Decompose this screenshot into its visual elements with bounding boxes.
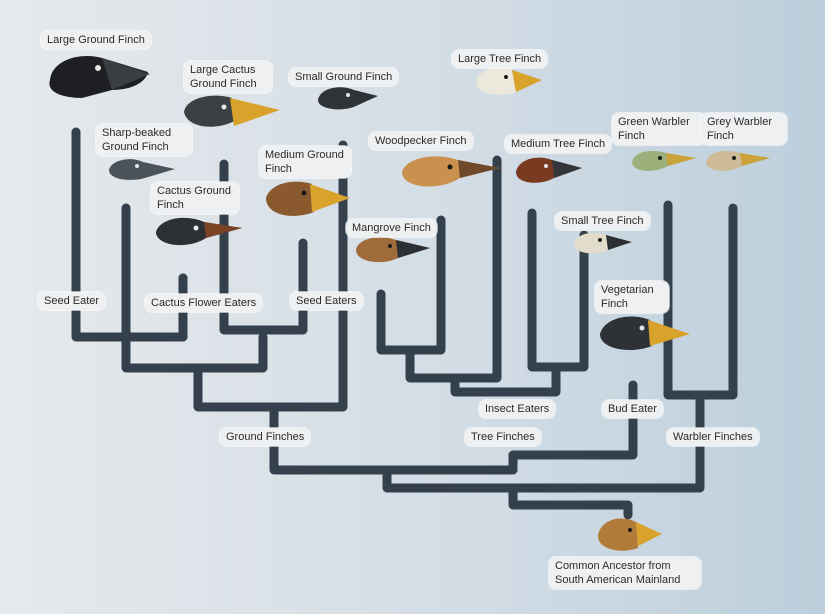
label-ground-finches: Ground Finches	[220, 428, 311, 446]
label-green-warbler-finch: Green Warbler Finch	[612, 113, 706, 145]
medium-tree-finch-icon	[516, 157, 582, 183]
cactus-ground-finch-icon	[156, 217, 242, 246]
label-sharp-beaked-ground-finch: Sharp-beaked Ground Finch	[96, 124, 192, 156]
branch-ancestor-join	[508, 483, 633, 520]
sharp-beaked-ground-finch-icon	[109, 159, 175, 180]
label-bud-eater: Bud Eater	[602, 400, 663, 418]
label-seed-eater: Seed Eater	[38, 292, 106, 310]
common-ancestor-finch-icon	[598, 518, 662, 551]
small-tree-finch-icon	[574, 232, 632, 254]
woodpecker-finch-icon	[402, 156, 500, 187]
grey-warbler-finch-icon	[706, 150, 770, 171]
label-vegetarian-finch: Vegetarian Finch	[595, 281, 669, 313]
label-cactus-ground-finch: Cactus Ground Finch	[151, 182, 239, 214]
label-medium-tree-finch: Medium Tree Finch	[505, 135, 612, 153]
label-common-ancestor: Common Ancestor from South American Main…	[549, 557, 701, 589]
label-warbler-finches: Warbler Finches	[667, 428, 759, 446]
branch-medium-ground	[258, 238, 308, 335]
branch-woodpecker-join	[405, 155, 502, 383]
mangrove-finch-icon	[356, 237, 430, 263]
small-ground-finch-icon	[318, 87, 378, 110]
label-mangrove-finch: Mangrove Finch	[346, 219, 437, 237]
label-large-tree-finch: Large Tree Finch	[452, 50, 548, 68]
green-warbler-finch-icon	[632, 150, 696, 171]
branch-insect-join	[450, 362, 561, 397]
label-insect-eaters: Insect Eaters	[479, 400, 556, 418]
label-woodpecker-finch: Woodpecker Finch	[369, 132, 473, 150]
large-cactus-ground-finch-icon	[184, 95, 280, 127]
large-ground-finch-icon	[49, 56, 150, 98]
label-seed-eaters: Seed Eaters	[290, 292, 363, 310]
label-large-ground-finch: Large Ground Finch	[41, 31, 151, 49]
medium-ground-finch-icon	[266, 181, 350, 216]
label-tree-finches: Tree Finches	[465, 428, 541, 446]
branch-large-cactus	[219, 159, 268, 335]
label-cactus-flower-eaters: Cactus Flower Eaters	[145, 294, 263, 312]
large-tree-finch-icon	[476, 67, 542, 95]
branch-warblers	[663, 200, 738, 400]
label-large-cactus-ground-finch: Large Cactus Ground Finch	[184, 61, 272, 93]
vegetarian-finch-icon	[600, 316, 690, 350]
label-small-ground-finch: Small Ground Finch	[289, 68, 399, 86]
label-medium-ground-finch: Medium Ground Finch	[259, 146, 351, 178]
label-small-tree-finch: Small Tree Finch	[555, 212, 650, 230]
label-grey-warbler-finch: Grey Warbler Finch	[701, 113, 787, 145]
